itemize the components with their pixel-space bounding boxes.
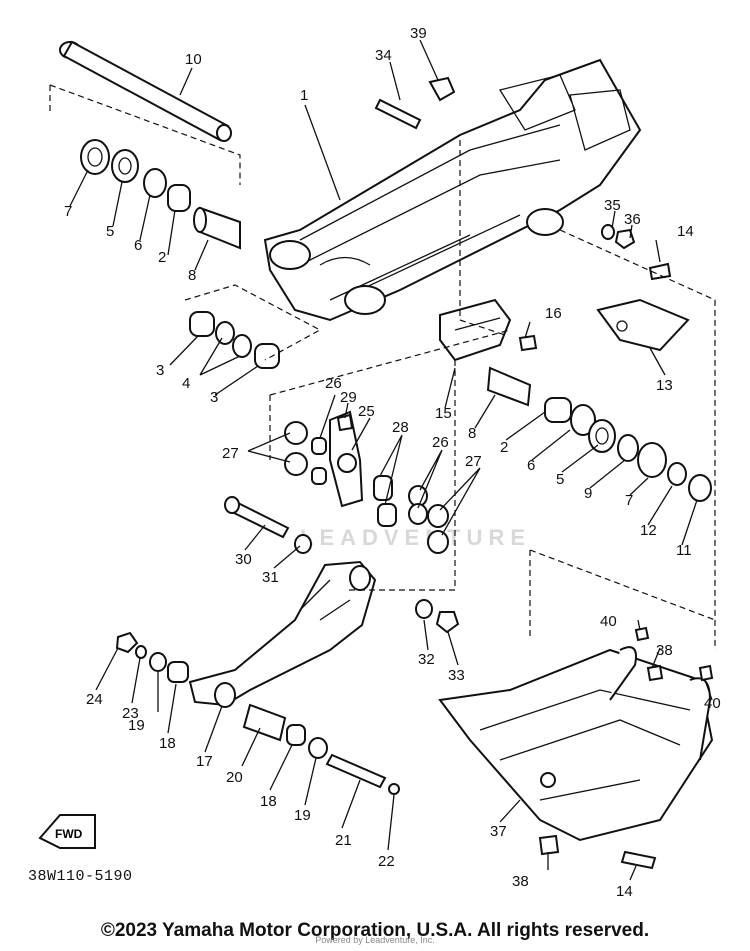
callout: 19 bbox=[128, 717, 145, 734]
linkage-bolts[interactable] bbox=[224, 496, 460, 634]
chain-guide-block[interactable] bbox=[439, 298, 512, 362]
callout: 11 bbox=[676, 542, 692, 559]
callout: 2 bbox=[158, 249, 166, 266]
callout: 15 bbox=[435, 405, 452, 422]
callout: 22 bbox=[378, 853, 395, 870]
callout: 39 bbox=[410, 25, 427, 42]
callout: 7 bbox=[625, 492, 633, 509]
callout: 3 bbox=[210, 389, 218, 406]
lower-left-hardware[interactable] bbox=[115, 631, 400, 795]
callout: 9 bbox=[584, 485, 592, 502]
callout: 12 bbox=[640, 522, 657, 539]
pivot-shaft-part[interactable] bbox=[59, 40, 232, 142]
callout: 20 bbox=[226, 769, 243, 786]
callout: 1 bbox=[300, 87, 308, 104]
exploded-parts-diagram: FWD 1 2 2 3 3 4 5 5 6 6 7 7 8 8 9 10 11 … bbox=[38, 25, 721, 900]
relay-arm-part[interactable] bbox=[188, 560, 377, 708]
callout: 19 bbox=[294, 807, 311, 824]
callout: 5 bbox=[106, 223, 114, 240]
callout: 40 bbox=[704, 695, 721, 712]
callout: 10 bbox=[185, 51, 202, 68]
callout: 14 bbox=[616, 883, 633, 900]
skid-plate-part[interactable] bbox=[438, 646, 714, 842]
callout: 14 bbox=[677, 223, 694, 240]
callout: 7 bbox=[64, 203, 72, 220]
watermark: LEADVENTURE bbox=[300, 525, 532, 550]
callout: 32 bbox=[418, 651, 435, 668]
callout: 36 bbox=[624, 211, 641, 228]
callout: 31 bbox=[262, 569, 279, 586]
relay-arm-linkage[interactable] bbox=[284, 410, 449, 554]
callout: 6 bbox=[134, 237, 142, 254]
callout: 37 bbox=[490, 823, 507, 840]
callout: 3 bbox=[156, 362, 164, 379]
callout: 18 bbox=[159, 735, 176, 752]
callout: 38 bbox=[656, 642, 673, 659]
callout: 23 bbox=[122, 705, 139, 722]
callout: 38 bbox=[512, 873, 529, 890]
callout: 21 bbox=[335, 832, 352, 849]
fwd-arrow: FWD bbox=[38, 814, 96, 849]
callout: 30 bbox=[235, 551, 252, 568]
callout: 13 bbox=[656, 377, 673, 394]
callout: 26 bbox=[432, 434, 449, 451]
swingarm-part[interactable] bbox=[263, 58, 642, 322]
callout: 24 bbox=[86, 691, 103, 708]
assembly-guide-lines bbox=[49, 84, 716, 650]
callout: 27 bbox=[222, 445, 239, 462]
pivot-bushings-left[interactable] bbox=[80, 139, 241, 250]
callout: 6 bbox=[527, 457, 535, 474]
callout: 34 bbox=[375, 47, 392, 64]
callout: 2 bbox=[500, 439, 508, 456]
callout: 4 bbox=[182, 375, 190, 392]
callout: 35 bbox=[604, 197, 621, 214]
callout: 33 bbox=[448, 667, 465, 684]
small-hardware[interactable] bbox=[336, 76, 714, 870]
fwd-label: FWD bbox=[55, 827, 83, 841]
leader-lines bbox=[69, 39, 713, 881]
callout: 16 bbox=[545, 305, 562, 322]
copyright-notice: ©2023 Yamaha Motor Corporation, U.S.A. A… bbox=[100, 920, 650, 941]
callout: 28 bbox=[392, 419, 409, 436]
callout: 29 bbox=[340, 389, 357, 406]
callout: 18 bbox=[260, 793, 277, 810]
catalog-code: 38W110-5190 bbox=[28, 868, 133, 885]
callout: 27 bbox=[465, 453, 482, 470]
callout: 8 bbox=[468, 425, 476, 442]
callout: 17 bbox=[196, 753, 213, 770]
callout: 25 bbox=[358, 403, 375, 420]
powered-by-credit: Powered by Leadventure, Inc. bbox=[315, 935, 435, 945]
callout: 26 bbox=[325, 375, 342, 392]
callout: 40 bbox=[600, 613, 617, 630]
pivot-bushings-right[interactable] bbox=[486, 366, 712, 502]
callout: 5 bbox=[556, 471, 564, 488]
bushings-3-4[interactable] bbox=[189, 311, 280, 369]
callout: 8 bbox=[188, 267, 196, 284]
callout-labels: 1 2 2 3 3 4 5 5 6 6 7 7 8 8 9 10 11 12 1… bbox=[64, 25, 721, 900]
chain-guard-part[interactable] bbox=[596, 298, 690, 352]
